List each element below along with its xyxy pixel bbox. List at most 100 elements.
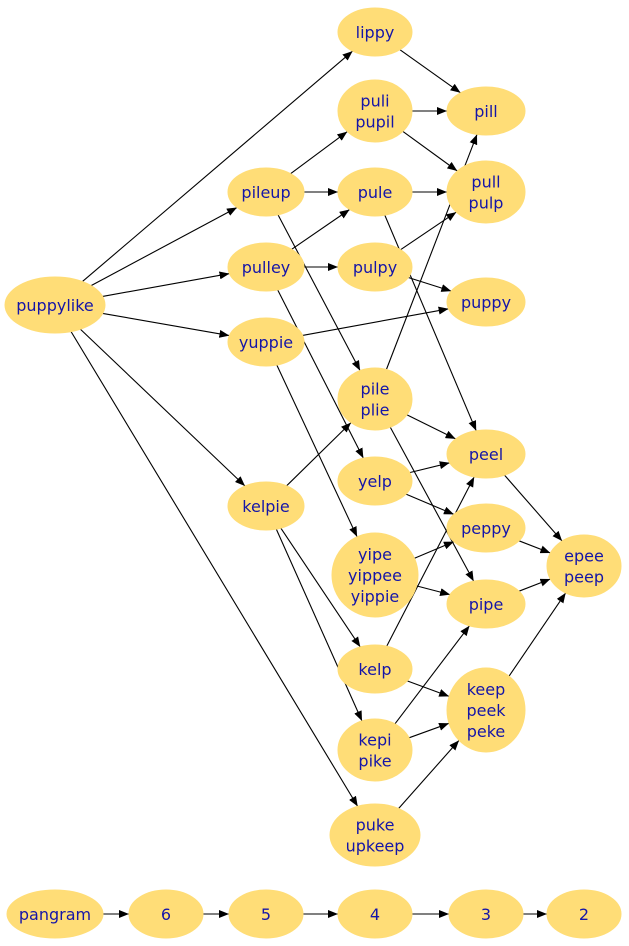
- node-kelpie: kelpie: [227, 481, 305, 531]
- edge-keep-to-epee_peep: [508, 592, 567, 677]
- node-ellipse: [227, 167, 305, 217]
- node-n6: 6: [128, 889, 204, 939]
- edge-yelp-to-peel: [409, 461, 450, 474]
- node-ellipse: [337, 7, 413, 57]
- edge-pile_plie-to-pipe: [389, 426, 475, 582]
- node-label: pile: [361, 380, 390, 399]
- node-ellipse: [337, 889, 413, 939]
- node-ellipse: [337, 79, 413, 143]
- edge-kepi_pike-to-keep: [408, 722, 450, 739]
- edge-puli_pupil-to-pull_pulp: [402, 130, 458, 172]
- node-keep: keep peek peke: [446, 667, 526, 753]
- node-ellipse: [337, 718, 413, 782]
- node-pulley: pulley: [227, 242, 305, 292]
- node-label: pill: [474, 102, 498, 121]
- node-label: puppy: [461, 293, 511, 312]
- node-label: kepi: [358, 731, 391, 750]
- node-label: pull: [471, 173, 500, 192]
- edge-kelpie-to-pile_plie: [286, 422, 352, 487]
- node-label: pipe: [469, 595, 504, 614]
- node-ellipse: [128, 889, 204, 939]
- node-ellipse: [337, 644, 413, 694]
- node-ellipse: [227, 242, 305, 292]
- node-ellipse: [4, 276, 106, 334]
- node-label: epee: [564, 547, 604, 566]
- node-pull_pulp: pull pulp: [446, 160, 526, 224]
- node-label: yippee: [348, 566, 402, 585]
- edge-peel-to-epee_peep: [504, 474, 563, 542]
- edge-pulpy-to-pull_pulp: [400, 211, 457, 251]
- node-label: plie: [361, 401, 390, 420]
- node-ellipse: [446, 667, 526, 753]
- node-ellipse: [337, 367, 413, 431]
- edge-puke_upkeep-to-keep: [398, 740, 460, 809]
- node-label: yuppie: [239, 333, 293, 352]
- node-ellipse: [228, 889, 304, 939]
- node-label: kelpie: [242, 497, 289, 516]
- node-label: peppy: [461, 519, 511, 538]
- node-peppy: peppy: [446, 503, 526, 553]
- node-epee_peep: epee peep: [546, 534, 622, 598]
- node-ellipse: [446, 86, 526, 136]
- node-label: 4: [370, 905, 380, 924]
- node-ellipse: [446, 160, 526, 224]
- node-label: pulley: [242, 258, 291, 277]
- node-pile_plie: pile plie: [337, 367, 413, 431]
- edge-puppylike-to-pulley: [102, 271, 230, 297]
- edge-puppylike-to-pileup: [90, 207, 238, 287]
- edge-kelpie-to-kepi_pike: [275, 528, 363, 722]
- node-label: 5: [261, 905, 271, 924]
- edge-yipe-to-peppy: [414, 541, 455, 559]
- node-puppy: puppy: [446, 277, 526, 327]
- node-kepi_pike: kepi pike: [337, 718, 413, 782]
- edge-lippy-to-pill: [399, 49, 461, 94]
- edge-pileup-to-puli_pupil: [290, 131, 348, 175]
- edge-pipe-to-epee_peep: [518, 578, 551, 592]
- node-n4: 4: [337, 889, 413, 939]
- node-kelp: kelp: [337, 644, 413, 694]
- node-label: peel: [469, 445, 503, 464]
- node-ellipse: [6, 889, 104, 939]
- node-label: peep: [564, 568, 604, 587]
- node-ellipse: [227, 317, 305, 367]
- node-pileup: pileup: [227, 167, 305, 217]
- node-label: peke: [467, 722, 506, 741]
- node-puppylike: puppylike: [4, 276, 106, 334]
- edge-puppylike-to-lippy: [82, 50, 353, 283]
- node-lippy: lippy: [337, 7, 413, 57]
- node-label: puli: [360, 92, 389, 111]
- node-label: pulp: [469, 194, 504, 213]
- node-label: lippy: [356, 23, 395, 42]
- edge-pile_plie-to-peel: [406, 414, 456, 440]
- node-ellipse: [337, 167, 413, 217]
- node-label: 2: [579, 905, 589, 924]
- node-label: 3: [481, 905, 491, 924]
- node-pule: pule: [337, 167, 413, 217]
- node-ellipse: [331, 532, 419, 618]
- node-pill: pill: [446, 86, 526, 136]
- node-label: peek: [466, 701, 506, 720]
- edge-kelp-to-peel: [386, 476, 475, 647]
- edge-peppy-to-epee_peep: [518, 540, 551, 554]
- edge-kepi_pike-to-pipe: [394, 625, 470, 725]
- node-label: keep: [467, 680, 506, 699]
- node-label: puke: [356, 816, 395, 835]
- node-ellipse: [446, 429, 526, 479]
- node-ellipse: [448, 889, 524, 939]
- node-n3: 3: [448, 889, 524, 939]
- edge-kelpie-to-kelp: [280, 527, 361, 648]
- edge-kelp-to-keep: [407, 680, 450, 697]
- node-n2: 2: [546, 889, 622, 939]
- node-ellipse: [337, 456, 413, 506]
- node-n5: 5: [228, 889, 304, 939]
- node-ellipse: [446, 579, 526, 629]
- edge-puppylike-to-kelpie: [79, 328, 246, 487]
- node-ellipse: [446, 277, 526, 327]
- node-ellipse: [546, 534, 622, 598]
- node-label: pike: [358, 752, 391, 771]
- node-label: yipe: [358, 545, 392, 564]
